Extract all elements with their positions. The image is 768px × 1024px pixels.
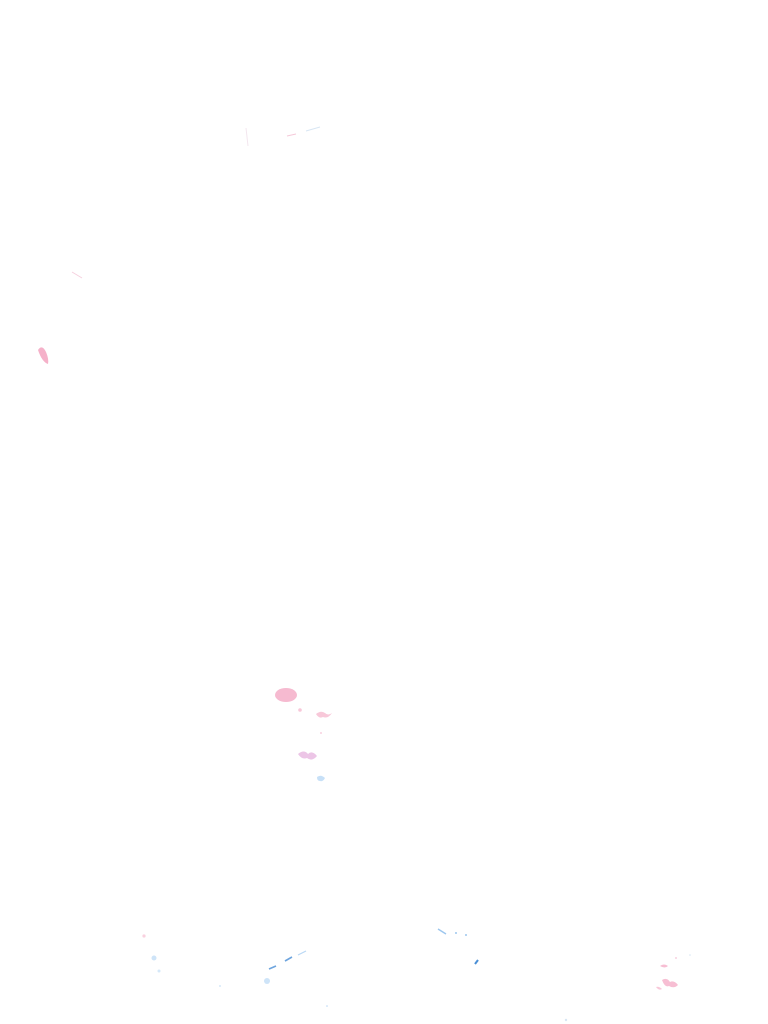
light-blue-stroke xyxy=(297,950,307,956)
pink-dot xyxy=(298,708,302,712)
faint-stroke xyxy=(305,126,321,132)
light-blue-dot xyxy=(264,978,270,984)
pink-blot xyxy=(275,688,297,702)
light-blue-dot xyxy=(157,969,161,973)
pink-dot xyxy=(320,732,322,734)
faint-stroke xyxy=(71,271,83,279)
light-blue-dot xyxy=(455,932,457,934)
blue-stroke xyxy=(268,965,277,970)
pink-speck xyxy=(660,964,668,968)
pink-dot xyxy=(142,934,146,938)
blue-stroke xyxy=(474,959,479,965)
light-blue-dot xyxy=(689,954,691,956)
faint-stroke xyxy=(286,133,297,137)
pink-speck xyxy=(656,986,662,990)
pink-speck xyxy=(316,711,332,718)
light-blue-dot xyxy=(465,934,467,936)
blue-stroke xyxy=(284,956,293,962)
light-blue-speck xyxy=(317,775,325,782)
pink-dot xyxy=(675,957,677,959)
light-blue-dot xyxy=(564,1018,568,1022)
light-blue-dot xyxy=(151,955,157,961)
faint-stroke xyxy=(245,127,249,147)
light-blue-dot xyxy=(219,985,221,987)
light-blue-stroke xyxy=(437,928,447,935)
pink-speck xyxy=(662,978,678,988)
light-blue-dot xyxy=(326,1005,328,1007)
pink-speck xyxy=(38,347,49,364)
magenta-speck xyxy=(298,751,317,760)
